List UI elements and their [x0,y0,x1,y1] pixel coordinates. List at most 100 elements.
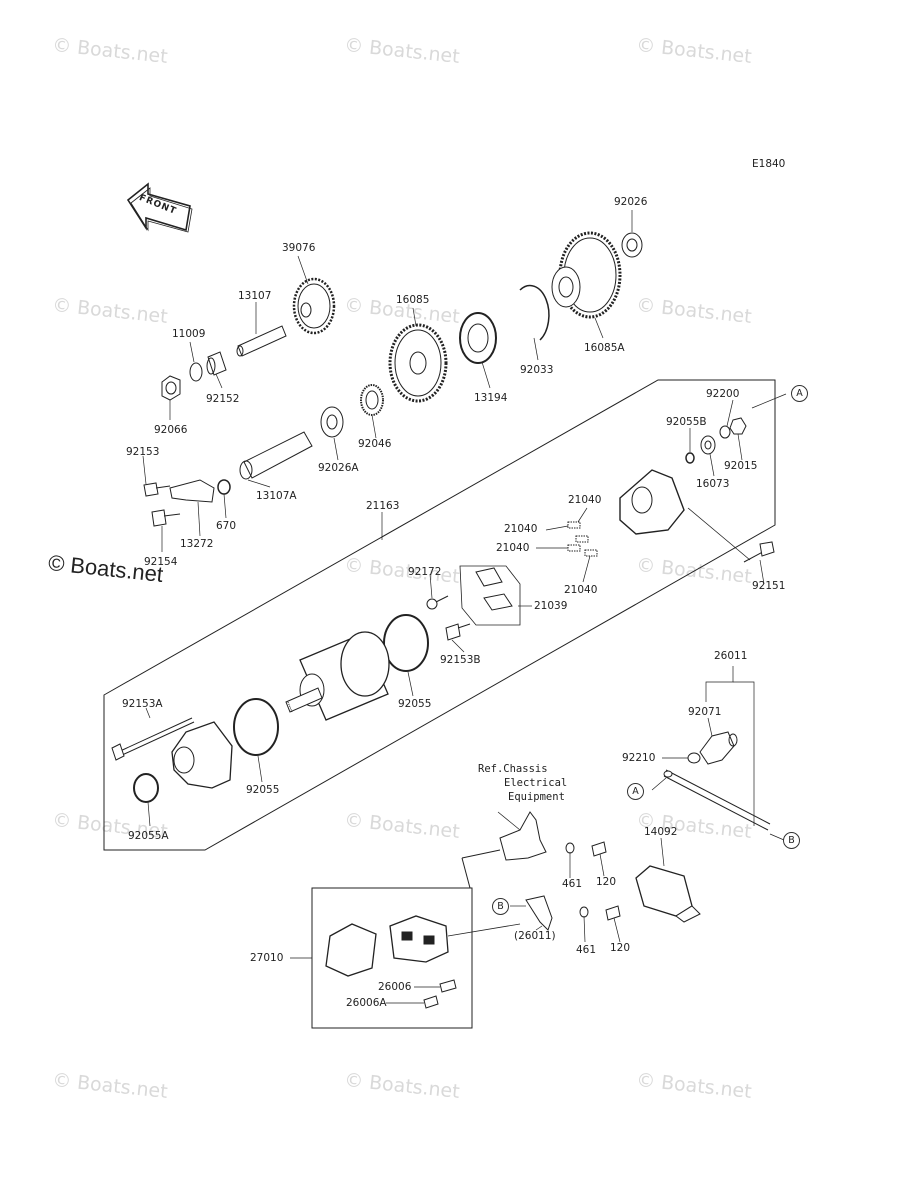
part-label: 13194 [474,392,508,404]
part-label: 21040 [564,584,598,596]
part-label: 21040 [504,523,538,535]
washer-461-upper [565,842,575,854]
part-label: 26011 [714,650,748,662]
chassis-bracket [499,811,547,861]
part-label: 92153B [440,654,481,666]
brush-holder-frame [459,565,521,626]
part-label: 13107 [238,290,272,302]
part-label: 13107A [256,490,297,502]
fuse-26006 [423,979,457,1009]
part-label: 92153 [126,446,160,458]
bearing-92046 [360,384,384,416]
part-label: 27010 [250,952,284,964]
part-label: 92055 [398,698,432,710]
part-label: 21040 [568,494,602,506]
bolt-92153B [445,623,471,641]
washer-16073 [700,435,716,455]
o-ring-92055A [133,773,159,803]
part-label: 92026 [614,196,648,208]
part-label: 92015 [724,460,758,472]
part-label: 92153A [122,698,163,710]
part-label: 92066 [154,424,188,436]
part-label: 16085A [584,342,625,354]
callout-a: A [627,783,644,800]
part-label: 92055A [128,830,169,842]
part-label: 21040 [496,542,530,554]
o-ring-92055B [685,452,695,464]
ref-note-line3: Equipment [508,791,565,803]
yoke-armature [285,631,390,721]
diagram-id: E1840 [752,158,786,170]
part-label: 92152 [206,393,240,405]
bolt-92066 [161,375,181,401]
part-label: 92200 [706,388,740,400]
part-label: (26011) [514,930,556,942]
plate-13272 [169,479,215,503]
bolt-92151 [743,541,775,563]
shaft-13107A [239,431,313,480]
part-label: 26006A [346,997,387,1009]
clutch-13194 [459,312,497,364]
part-label: 21039 [534,600,568,612]
ref-note-line2: Electrical [504,777,568,789]
relay-27010 [325,915,449,977]
part-label: 21163 [366,500,400,512]
part-label: 461 [562,878,583,890]
gear-16085 [388,323,448,403]
gear-39076 [292,277,336,335]
part-label: 26006 [378,981,412,993]
brush-21040 [567,521,598,557]
part-label: 92055B [666,416,707,428]
part-label: 11009 [172,328,206,340]
part-label: 13272 [180,538,214,550]
part-label: 92026A [318,462,359,474]
part-label: 39076 [282,242,316,254]
nut-92026 [621,232,643,258]
part-label: 92172 [408,566,442,578]
washer-92200 [719,425,731,439]
part-label: 92046 [358,438,392,450]
part-label: 461 [576,944,597,956]
bushing-92152 [206,351,227,376]
front-cover [171,721,233,789]
part-label: 92154 [144,556,178,568]
ref-note-line1: Ref.Chassis [478,763,548,775]
callout-a: A [791,385,808,402]
washer-11009 [189,362,203,382]
part-label: 92151 [752,580,786,592]
part-label: 92033 [520,364,554,376]
snap-ring-92033 [519,284,550,341]
part-label: 14092 [644,826,678,838]
washer-461-lower [579,906,589,918]
bolt-120-lower [605,905,621,921]
gear-16085A [551,231,622,319]
brush-holder-21039 [475,567,513,611]
cable-26011 [663,769,771,831]
boot-92071 [699,731,738,765]
callout-b: B [492,898,509,915]
shaft-13107 [236,325,287,357]
bolt-92154 [151,509,181,527]
part-label: 16073 [696,478,730,490]
nut-92015 [729,417,747,435]
bolt-120-upper [591,841,607,857]
part-label: 120 [610,942,631,954]
cable-end-26011 [525,895,553,931]
end-cover-21163 [619,469,685,535]
o-ring-92055-lower [233,698,279,756]
part-label: 92210 [622,752,656,764]
starter-assembly-frame [103,379,776,851]
cover-14092 [635,865,701,923]
part-label: 92071 [688,706,722,718]
nut-92210 [687,752,701,764]
o-ring-670 [217,479,231,495]
part-label: 670 [216,520,237,532]
bolt-92153A [111,717,195,761]
washer-92026A [320,406,344,438]
screw-92172 [426,595,449,610]
part-label: 92055 [246,784,280,796]
o-ring-92055-upper [383,614,429,672]
part-label: 16085 [396,294,430,306]
bolt-92153 [143,482,171,497]
